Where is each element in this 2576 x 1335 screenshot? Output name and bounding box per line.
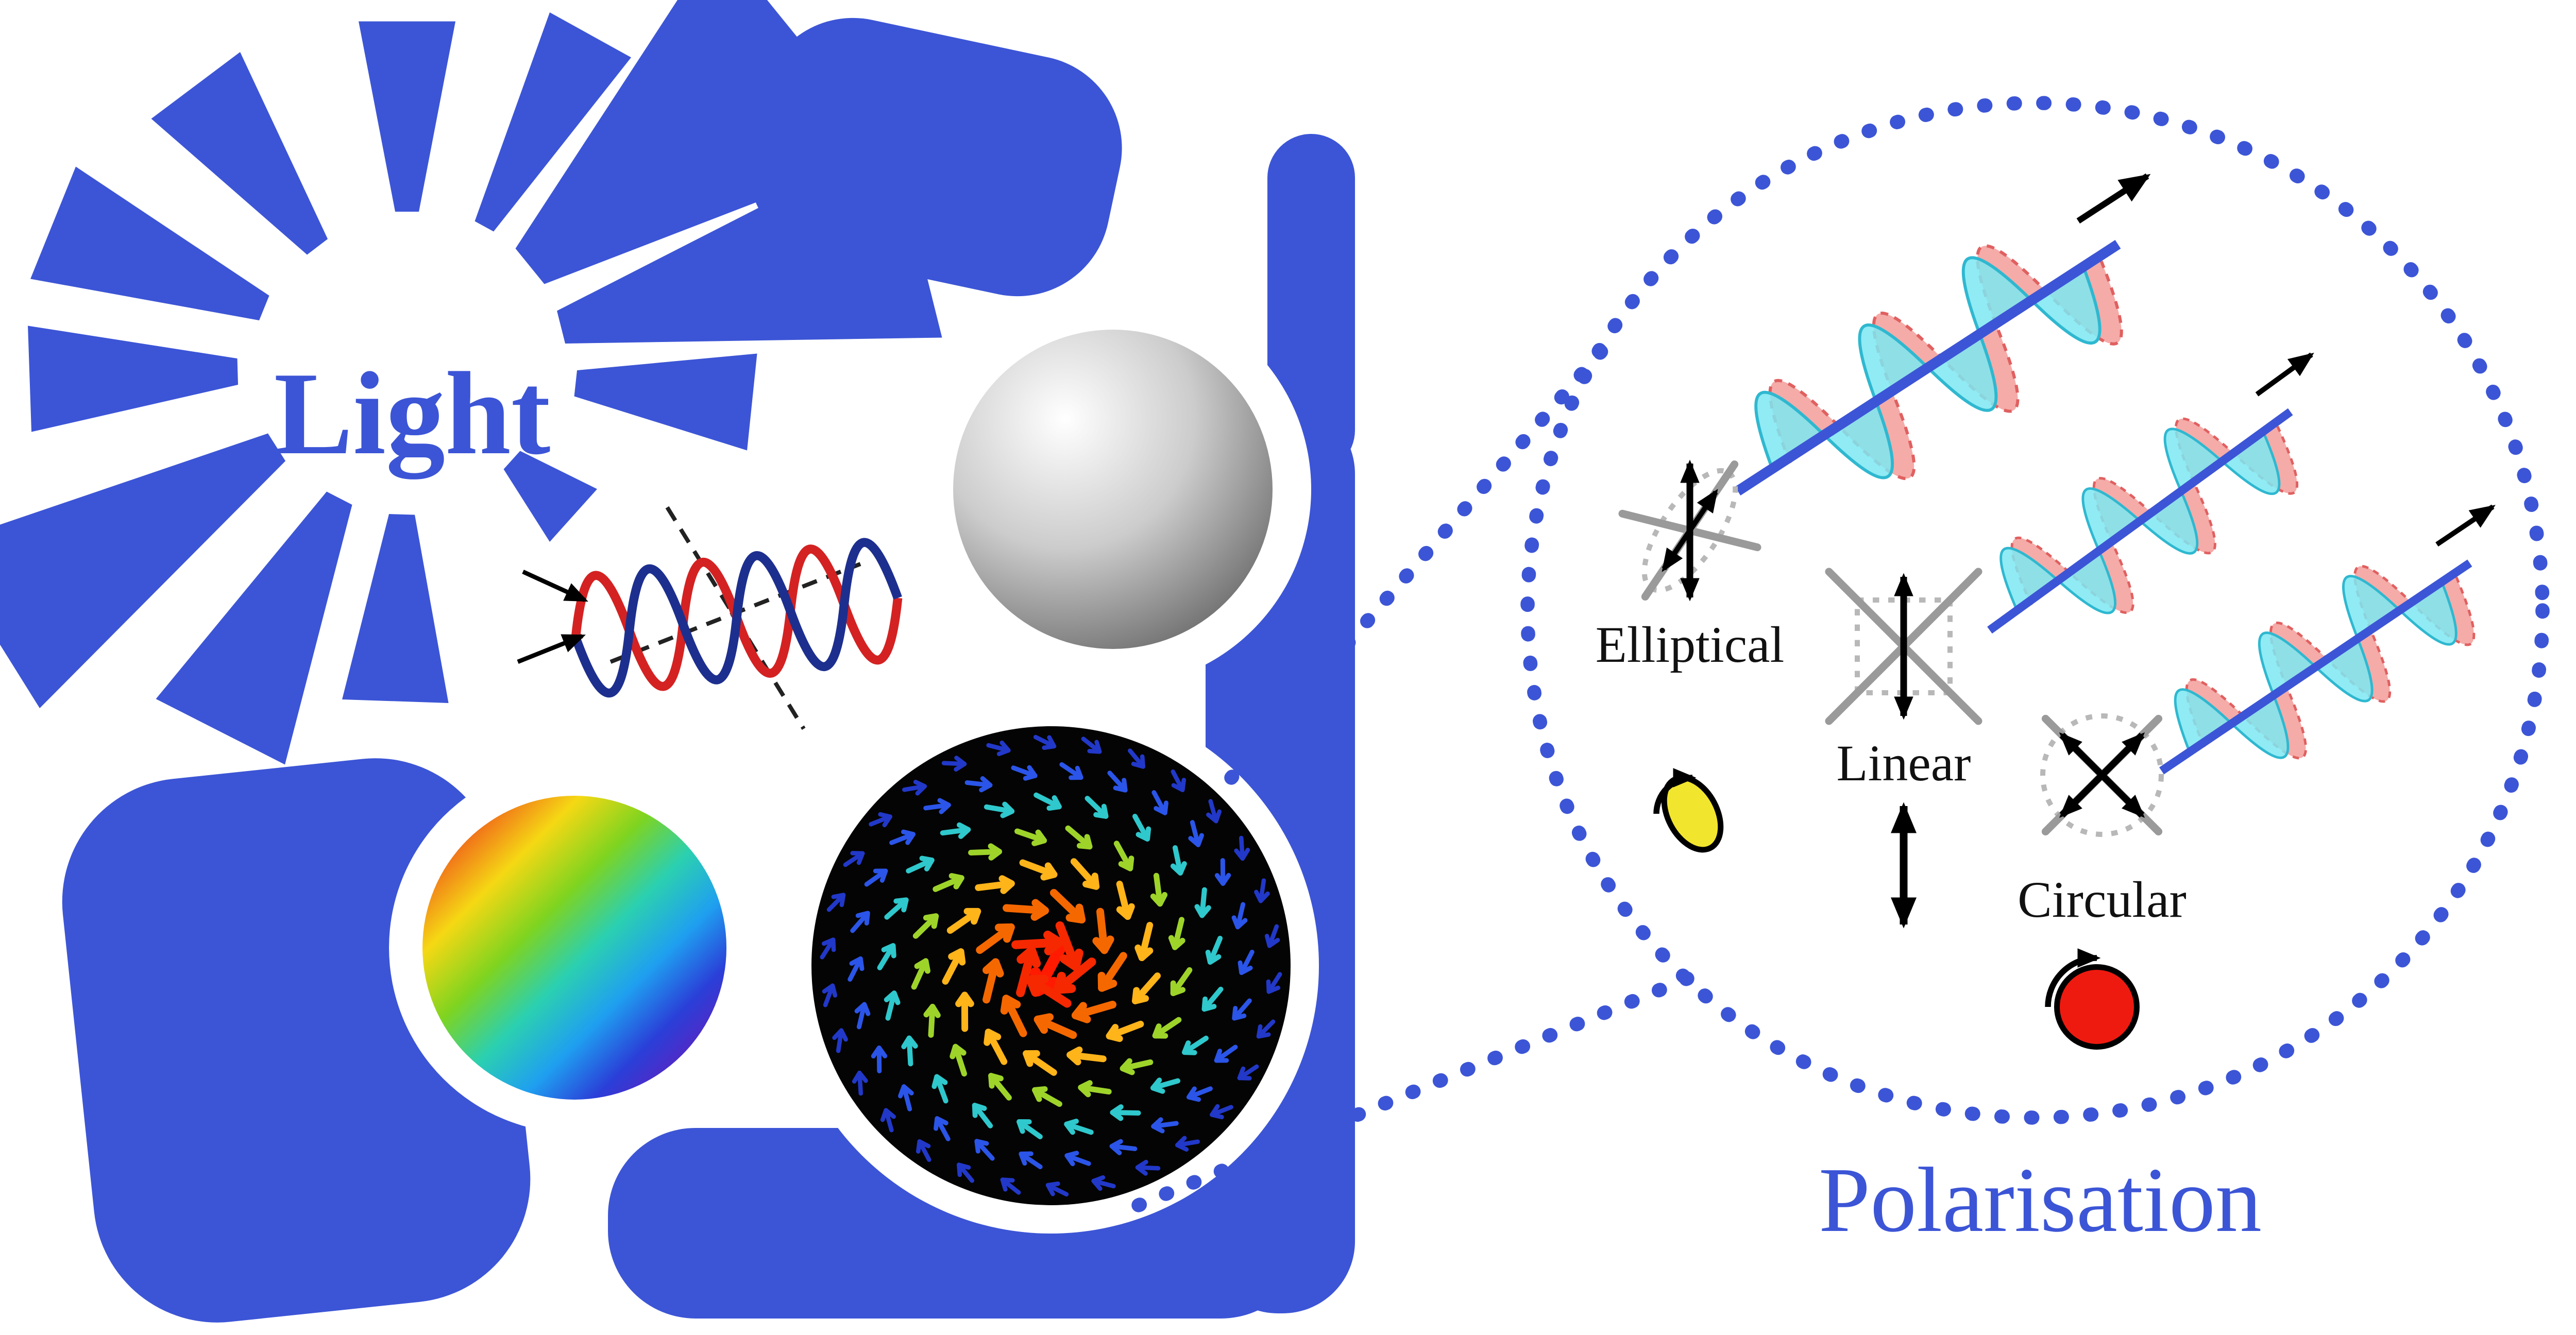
wave-pointer-arrow (522, 570, 588, 602)
elliptical-glyph (1618, 459, 1761, 602)
light-label: Light (274, 348, 551, 479)
linear-glyph (1825, 568, 1982, 725)
linear-label: Linear (1836, 737, 1971, 793)
elliptical-label: Elliptical (1595, 618, 1785, 675)
b-field-wave (571, 538, 902, 698)
spin-arrow (2045, 948, 2101, 1007)
wave-pointer-arrow (517, 634, 586, 664)
wave-packet-icon (1699, 150, 2215, 560)
vector-beam-disc (811, 726, 1291, 1205)
em-wave-sketch (517, 506, 903, 730)
wave-packets (1699, 150, 2550, 827)
polarisation-caption: Polarisation (1819, 1149, 2262, 1252)
polarisation-vortex-arrows (820, 734, 1282, 1197)
spectrum-disc (422, 795, 727, 1100)
spin-arrow (1653, 768, 1697, 814)
unpolarised-sphere (953, 329, 1273, 649)
magnifier-cone (1131, 343, 1694, 1212)
circular-label: Circular (2018, 873, 2187, 930)
polarisation-circle-border (1520, 96, 2550, 1125)
circular-state-icon (2045, 948, 2140, 1050)
circular-glyph (2040, 713, 2164, 837)
elliptical-state-icon (1653, 768, 1724, 853)
